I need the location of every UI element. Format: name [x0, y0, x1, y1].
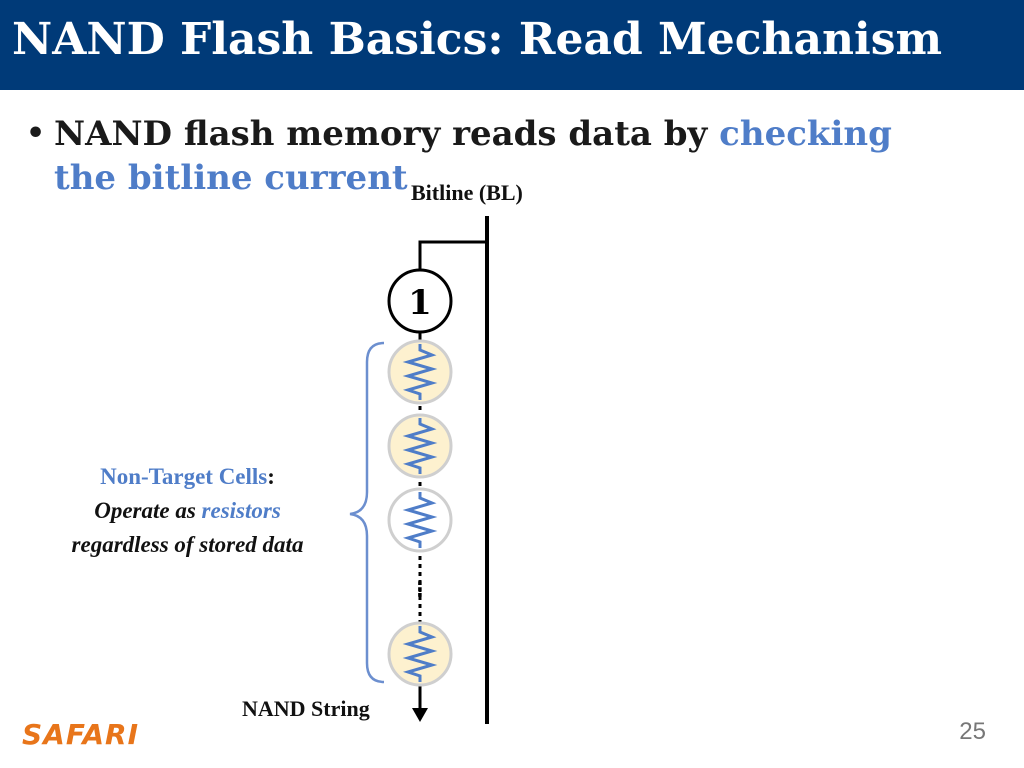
cell-4	[387, 621, 453, 687]
nontarget-line2: Operate as resistors	[20, 494, 355, 528]
nontarget-annotation: Non-Target Cells: Operate as resistors r…	[20, 460, 355, 562]
nontarget-heading: Non-Target Cells	[100, 464, 268, 489]
page-number: 25	[959, 718, 986, 745]
cell-1	[387, 339, 453, 405]
bullet-point: • NAND flash memory reads data by checki…	[26, 112, 956, 200]
step-number: 1	[408, 283, 432, 323]
non-target-brace	[349, 341, 385, 684]
bitline-connector	[418, 240, 487, 270]
nontarget-line3: regardless of stored data	[71, 532, 304, 557]
bitline-label: Bitline (BL)	[411, 180, 523, 205]
cell-3	[387, 487, 453, 553]
cell-2	[387, 413, 453, 479]
nand-string-label: NAND String	[242, 696, 370, 721]
bullet-marker: •	[26, 116, 46, 151]
nontarget-line2-highlight: resistors	[201, 498, 281, 523]
nontarget-line2-plain: Operate as	[94, 498, 202, 523]
nand-string-arrow	[412, 708, 428, 722]
ellipsis: ⋮	[410, 577, 430, 601]
slide-title: NAND Flash Basics: Read Mechanism	[12, 14, 943, 65]
safari-logo: SAFARI	[22, 718, 140, 751]
bullet-text: NAND flash memory reads data by checking…	[54, 112, 956, 200]
title-bar: NAND Flash Basics: Read Mechanism	[0, 0, 1024, 90]
nontarget-heading-suffix: :	[267, 464, 275, 489]
bullet-text-highlight: checking the bitline current	[54, 114, 892, 198]
bullet-text-plain: NAND flash memory reads data by	[54, 114, 720, 154]
nontarget-heading-line: Non-Target Cells:	[20, 460, 355, 494]
